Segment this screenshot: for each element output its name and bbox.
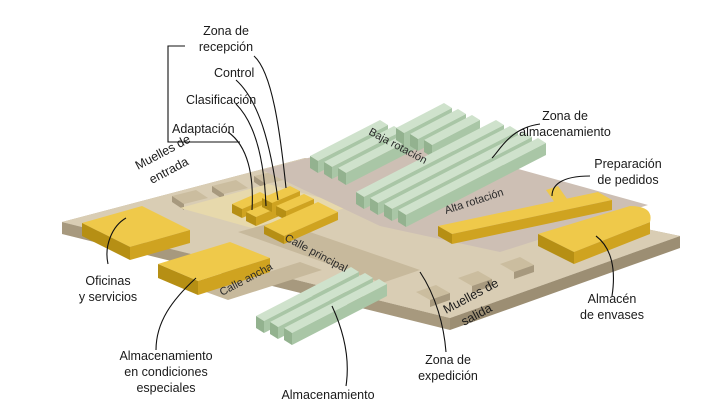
label-almacenamiento-especial-2: en condiciones <box>124 365 207 379</box>
reception-blocks <box>232 186 338 244</box>
label-oficinas-2: y servicios <box>79 290 137 304</box>
label-almacen-envases-2: de envases <box>580 308 644 322</box>
wide-street <box>206 262 322 300</box>
label-oficinas-1: Oficinas <box>85 274 130 288</box>
label-clasificacion: Clasificación <box>186 93 256 107</box>
label-almacen-envases-1: Almacén <box>588 292 637 306</box>
label-control: Control <box>214 66 254 80</box>
exit-docks <box>416 257 534 307</box>
label-almacenamiento-especial-1: Almacenamiento <box>119 349 212 363</box>
label-almacenamiento: Almacenamiento <box>281 388 374 402</box>
special-storage-block <box>158 242 270 295</box>
label-zona-expedicion-2: expedición <box>418 369 478 383</box>
label-almacenamiento-especial-3: especiales <box>136 381 195 395</box>
label-zona-recepcion-1: Zona de <box>203 24 249 38</box>
offices-block <box>82 206 190 260</box>
label-adaptacion: Adaptación <box>172 122 235 136</box>
reception-bracket <box>167 45 240 143</box>
label-zona-recepcion-2: recepción <box>199 40 253 54</box>
label-preparacion-1: Preparación <box>594 157 661 171</box>
label-zona-almacenamiento-1: Zona de <box>542 109 588 123</box>
label-preparacion-2: de pedidos <box>597 173 658 187</box>
label-zona-expedicion-1: Zona de <box>425 353 471 367</box>
label-zona-almacenamiento-2: almacenamiento <box>519 125 611 139</box>
containers-block <box>538 206 651 264</box>
leader-lines <box>106 55 614 387</box>
